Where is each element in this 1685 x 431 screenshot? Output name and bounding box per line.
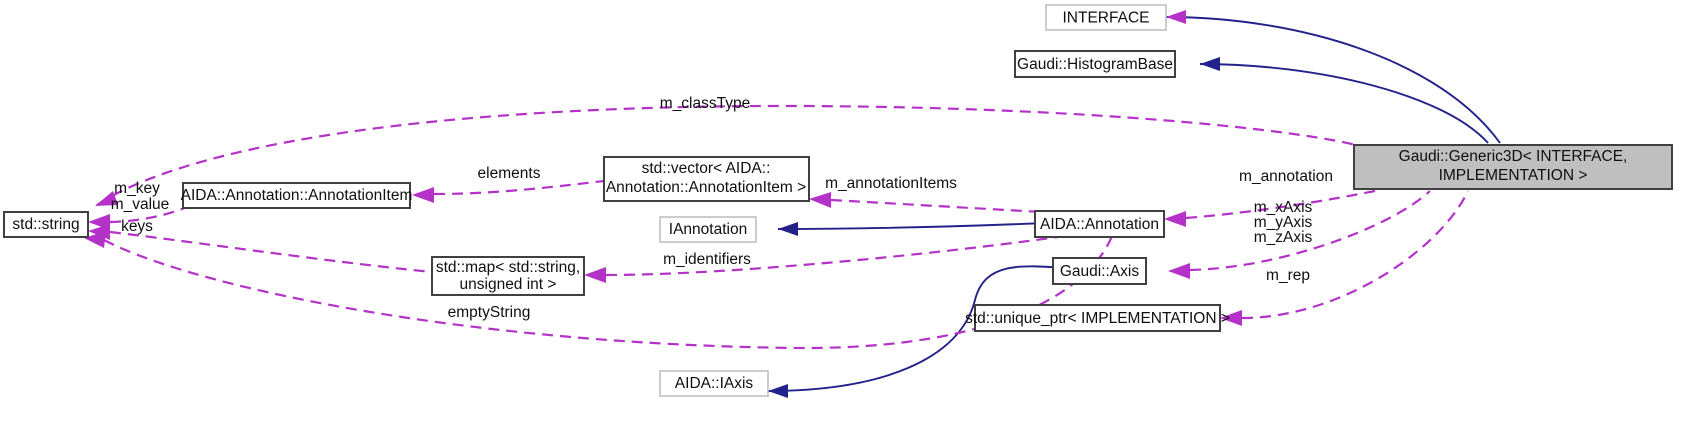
node-std-map-label-line1: std::map< std::string, bbox=[436, 259, 580, 276]
node-aida-annotation-annotationitem-label: AIDA::Annotation::AnnotationItem bbox=[181, 187, 413, 204]
node-aida-iaxis[interactable]: AIDA::IAxis bbox=[659, 370, 769, 397]
node-std-unique-ptr[interactable]: std::unique_ptr< IMPLEMENTATION > bbox=[965, 304, 1230, 332]
node-interface-box[interactable] bbox=[1045, 4, 1167, 31]
edge-label-m_annotationItems: m_annotationItems bbox=[825, 175, 957, 192]
node-std-string[interactable]: std::string bbox=[3, 211, 89, 238]
edge-label-m_key: m_key bbox=[114, 180, 160, 197]
arrowhead-stdstring-classtype bbox=[95, 191, 118, 206]
edge-label-m_identifiers: m_identifiers bbox=[663, 251, 751, 268]
edge-label-m_value: m_value bbox=[111, 196, 170, 213]
edge-generic3d-to-stdstring-classtype bbox=[96, 104, 1361, 206]
node-gaudi-histogrambase-label: Gaudi::HistogramBase bbox=[1017, 56, 1173, 73]
edge-vector-to-annotationitem-elements bbox=[433, 179, 605, 196]
node-std-string-box[interactable] bbox=[3, 211, 89, 238]
node-interface-label: INTERFACE bbox=[1063, 10, 1150, 27]
node-std-vector-annotationitem-label-line2: Annotation::AnnotationItem > bbox=[606, 179, 806, 196]
node-std-unique-ptr-label: std::unique_ptr< IMPLEMENTATION > bbox=[965, 310, 1230, 327]
arrowhead-annotation bbox=[1164, 211, 1186, 227]
node-gaudi-generic3d-label-line1: Gaudi::Generic3D< INTERFACE, bbox=[1399, 148, 1628, 165]
arrowhead-vector-items bbox=[809, 192, 831, 208]
node-std-string-label: std::string bbox=[12, 216, 79, 233]
node-iannotation-label: IAnnotation bbox=[669, 221, 747, 238]
edge-label-m_xAxis: m_xAxis bbox=[1254, 199, 1313, 216]
node-std-vector-annotationitem-label-line1: std::vector< AIDA:: bbox=[642, 160, 771, 177]
edge-labels: m_classType elements m_annotationItems m… bbox=[111, 95, 1333, 321]
edge-annotation-to-stdmap-identifiers bbox=[605, 227, 1113, 277]
node-gaudi-axis-label: Gaudi::Axis bbox=[1060, 263, 1140, 280]
node-std-unique-ptr-box[interactable] bbox=[974, 304, 1221, 332]
node-gaudi-generic3d[interactable]: Gaudi::Generic3D< INTERFACE, IMPLEMENTAT… bbox=[1353, 144, 1673, 190]
node-std-vector-annotationitem-box[interactable] bbox=[603, 156, 810, 202]
edge-label-m_annotation: m_annotation bbox=[1239, 168, 1333, 185]
node-gaudi-generic3d-label-line2: IMPLEMENTATION > bbox=[1439, 167, 1588, 184]
edge-label-m_rep: m_rep bbox=[1266, 267, 1310, 284]
arrowhead-annotationitem-elements bbox=[412, 187, 434, 203]
node-iannotation[interactable]: IAnnotation bbox=[659, 216, 757, 243]
edge-generic3d-to-annotation bbox=[1185, 188, 1381, 220]
edge-annotation-to-vector-items bbox=[830, 198, 1113, 218]
node-aida-annotation-box[interactable] bbox=[1034, 210, 1165, 238]
node-aida-annotation[interactable]: AIDA::Annotation bbox=[1034, 210, 1165, 238]
node-gaudi-histogrambase-box[interactable] bbox=[1014, 50, 1176, 78]
edge-label-keys: keys bbox=[121, 218, 153, 235]
node-std-map[interactable]: std::map< std::string, unsigned int > bbox=[431, 256, 585, 296]
arrowhead-interface bbox=[1166, 10, 1186, 24]
edge-label-elements: elements bbox=[478, 165, 541, 182]
edge-annotation-to-stdstring-emptystring bbox=[103, 235, 1114, 350]
node-iannotation-box[interactable] bbox=[659, 216, 757, 243]
arrowhead-aidaiaxis bbox=[768, 384, 788, 398]
edge-label-emptyString: emptyString bbox=[448, 304, 531, 321]
node-std-map-label-line2: unsigned int > bbox=[460, 276, 557, 293]
node-aida-iaxis-box[interactable] bbox=[659, 370, 769, 397]
inheritance-edges bbox=[767, 10, 1501, 398]
node-gaudi-axis[interactable]: Gaudi::Axis bbox=[1052, 257, 1147, 285]
node-aida-annotation-annotationitem[interactable]: AIDA::Annotation::AnnotationItem bbox=[181, 182, 413, 209]
edge-label-m_yAxis: m_yAxis bbox=[1254, 214, 1313, 231]
edge-generic3d-to-interface bbox=[1165, 16, 1501, 144]
edge-label-m_zAxis: m_zAxis bbox=[1254, 229, 1313, 246]
arrowhead-stdstring-emptystring bbox=[84, 231, 106, 248]
node-std-vector-annotationitem[interactable]: std::vector< AIDA:: Annotation::Annotati… bbox=[603, 156, 810, 202]
node-gaudi-histogrambase[interactable]: Gaudi::HistogramBase bbox=[1014, 50, 1176, 78]
node-gaudi-axis-box[interactable] bbox=[1052, 257, 1147, 285]
arrowhead-gaudiaxis bbox=[1168, 263, 1190, 279]
node-aida-annotation-label: AIDA::Annotation bbox=[1040, 216, 1159, 233]
node-aida-annotation-annotationitem-box[interactable] bbox=[182, 182, 411, 209]
arrowhead-uniqueptr bbox=[1220, 310, 1242, 326]
edge-label-m_classType: m_classType bbox=[660, 95, 750, 112]
edge-generic3d-to-uniqueptr bbox=[1241, 190, 1469, 320]
node-aida-iaxis-label: AIDA::IAxis bbox=[675, 375, 754, 392]
edge-stdmap-to-stdstring-keys bbox=[109, 230, 433, 274]
node-gaudi-generic3d-box[interactable] bbox=[1353, 144, 1673, 190]
node-interface[interactable]: INTERFACE bbox=[1045, 4, 1167, 31]
node-std-map-box[interactable] bbox=[431, 256, 585, 296]
arrowhead-stdmap-identifiers bbox=[584, 267, 606, 283]
arrowhead-iannotation bbox=[778, 222, 798, 236]
arrowhead-histogrambase bbox=[1200, 57, 1220, 71]
edge-generic3d-to-histogrambase bbox=[1199, 63, 1489, 144]
